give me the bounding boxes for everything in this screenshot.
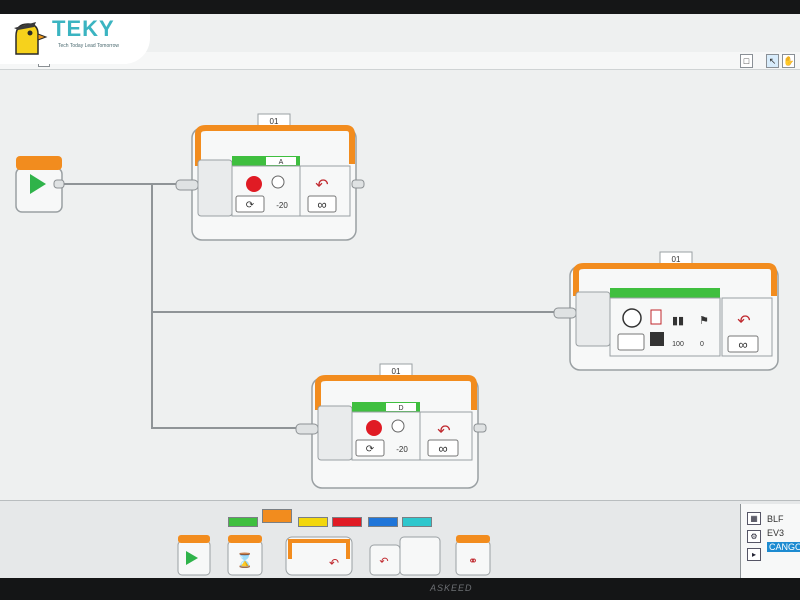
bird-logo-icon bbox=[14, 22, 48, 55]
programming-palette: ⌛ ↶ ↶ ⚭ bbox=[0, 500, 800, 580]
palette-tab-sensor[interactable] bbox=[298, 517, 328, 527]
palette-wait-block[interactable]: ⌛ bbox=[227, 535, 263, 576]
port-view-icon[interactable]: ⚙ bbox=[747, 530, 761, 543]
switch-icon: ↶ bbox=[379, 556, 388, 568]
motor-port: D bbox=[398, 405, 403, 412]
volume-icon: ▮▮ bbox=[672, 315, 684, 327]
brick-info-icon[interactable]: ▦ bbox=[747, 512, 761, 525]
loop-end-icon: ↶ bbox=[315, 177, 328, 194]
sound-icon bbox=[622, 308, 642, 328]
palette-start-block[interactable] bbox=[177, 535, 211, 576]
folder-icon bbox=[617, 333, 645, 351]
palette-tab-myblocks[interactable] bbox=[402, 517, 432, 527]
svg-text:⟳: ⟳ bbox=[246, 200, 255, 211]
sound-file-icon bbox=[650, 309, 662, 325]
loop-end-icon: ↶ bbox=[437, 423, 450, 440]
loop-interrupt-icon: ⚭ bbox=[468, 554, 478, 568]
loop-block-2[interactable]: 01 D ⟳ -20 ↶ ∞ bbox=[295, 363, 487, 489]
brand-logo: TEKY Tech Today Lead Tomorrow bbox=[0, 14, 150, 64]
svg-text:⟳: ⟳ bbox=[366, 444, 375, 455]
monitor-bezel-top bbox=[0, 0, 800, 14]
monitor-brand: ASKEED bbox=[430, 583, 473, 593]
power-dial-icon bbox=[271, 175, 285, 189]
ev3-software-window: TEKY Tech Today Lead Tomorrow gram × + □… bbox=[0, 14, 800, 580]
play-type-icon: ⚑ bbox=[699, 315, 709, 327]
palette-tab-advanced[interactable] bbox=[368, 517, 398, 527]
power-value: -20 bbox=[276, 201, 288, 210]
pointer-icon[interactable]: ↖ bbox=[766, 54, 779, 68]
motor-port: A bbox=[279, 159, 284, 166]
large-motor-icon bbox=[366, 420, 382, 436]
loop-count-value: ∞ bbox=[438, 441, 447, 456]
play-type-value: 0 bbox=[700, 341, 704, 348]
volume-value: 100 bbox=[672, 341, 684, 348]
palette-switch-block[interactable]: ↶ bbox=[369, 536, 441, 576]
palette-tab-action[interactable] bbox=[228, 517, 258, 527]
loop-block-3[interactable]: 01 ▮▮ ⚑ 100 0 ↶ ∞ bbox=[553, 251, 779, 371]
hand-icon[interactable]: ✋ bbox=[782, 54, 795, 68]
comment-icon[interactable]: □ bbox=[740, 54, 753, 68]
loop-block-1[interactable]: 01 A ⟳ -20 ↶ ∞ bbox=[175, 113, 365, 241]
power-value: -20 bbox=[396, 445, 408, 454]
available-bricks-icon[interactable]: ▸ bbox=[747, 548, 761, 561]
loop-label: 01 bbox=[270, 117, 279, 126]
sequence-wires bbox=[62, 183, 554, 429]
brand-tagline: Tech Today Lead Tomorrow bbox=[58, 43, 119, 49]
start-block[interactable] bbox=[15, 156, 65, 213]
palette-blocks: ⌛ ↶ ↶ ⚭ bbox=[177, 535, 491, 576]
loop-label: 01 bbox=[672, 255, 681, 264]
palette-tab-data[interactable] bbox=[332, 517, 362, 527]
loop-end-icon: ↶ bbox=[737, 313, 750, 330]
power-dial-icon bbox=[391, 419, 405, 433]
palette-loop-block[interactable]: ↶ bbox=[285, 536, 353, 576]
brick-row-blf[interactable]: BLF bbox=[767, 514, 784, 524]
program-canvas[interactable]: 01 A ⟳ -20 ↶ ∞ 01 bbox=[0, 70, 800, 500]
hourglass-icon: ⌛ bbox=[236, 552, 253, 569]
loop-label: 01 bbox=[392, 367, 401, 376]
loop-icon: ↶ bbox=[329, 556, 339, 570]
loop-count-value: ∞ bbox=[317, 197, 326, 212]
brick-row-ev3[interactable]: EV3 bbox=[767, 528, 785, 538]
large-motor-icon bbox=[246, 176, 262, 192]
hardware-page-panel: ▦ ⚙ ▸ BLF EV3 CANGO bbox=[740, 504, 800, 580]
loop-count-value: ∞ bbox=[738, 337, 747, 352]
play-icon bbox=[186, 551, 198, 565]
monitor-bezel-bottom bbox=[0, 578, 800, 600]
brick-row-cango[interactable]: CANGO bbox=[767, 542, 800, 552]
play-icon bbox=[30, 174, 46, 194]
palette-loop-interrupt-block[interactable]: ⚭ bbox=[455, 535, 491, 576]
brand-name: TEKY bbox=[52, 16, 115, 41]
palette-tab-flow[interactable] bbox=[262, 509, 292, 523]
